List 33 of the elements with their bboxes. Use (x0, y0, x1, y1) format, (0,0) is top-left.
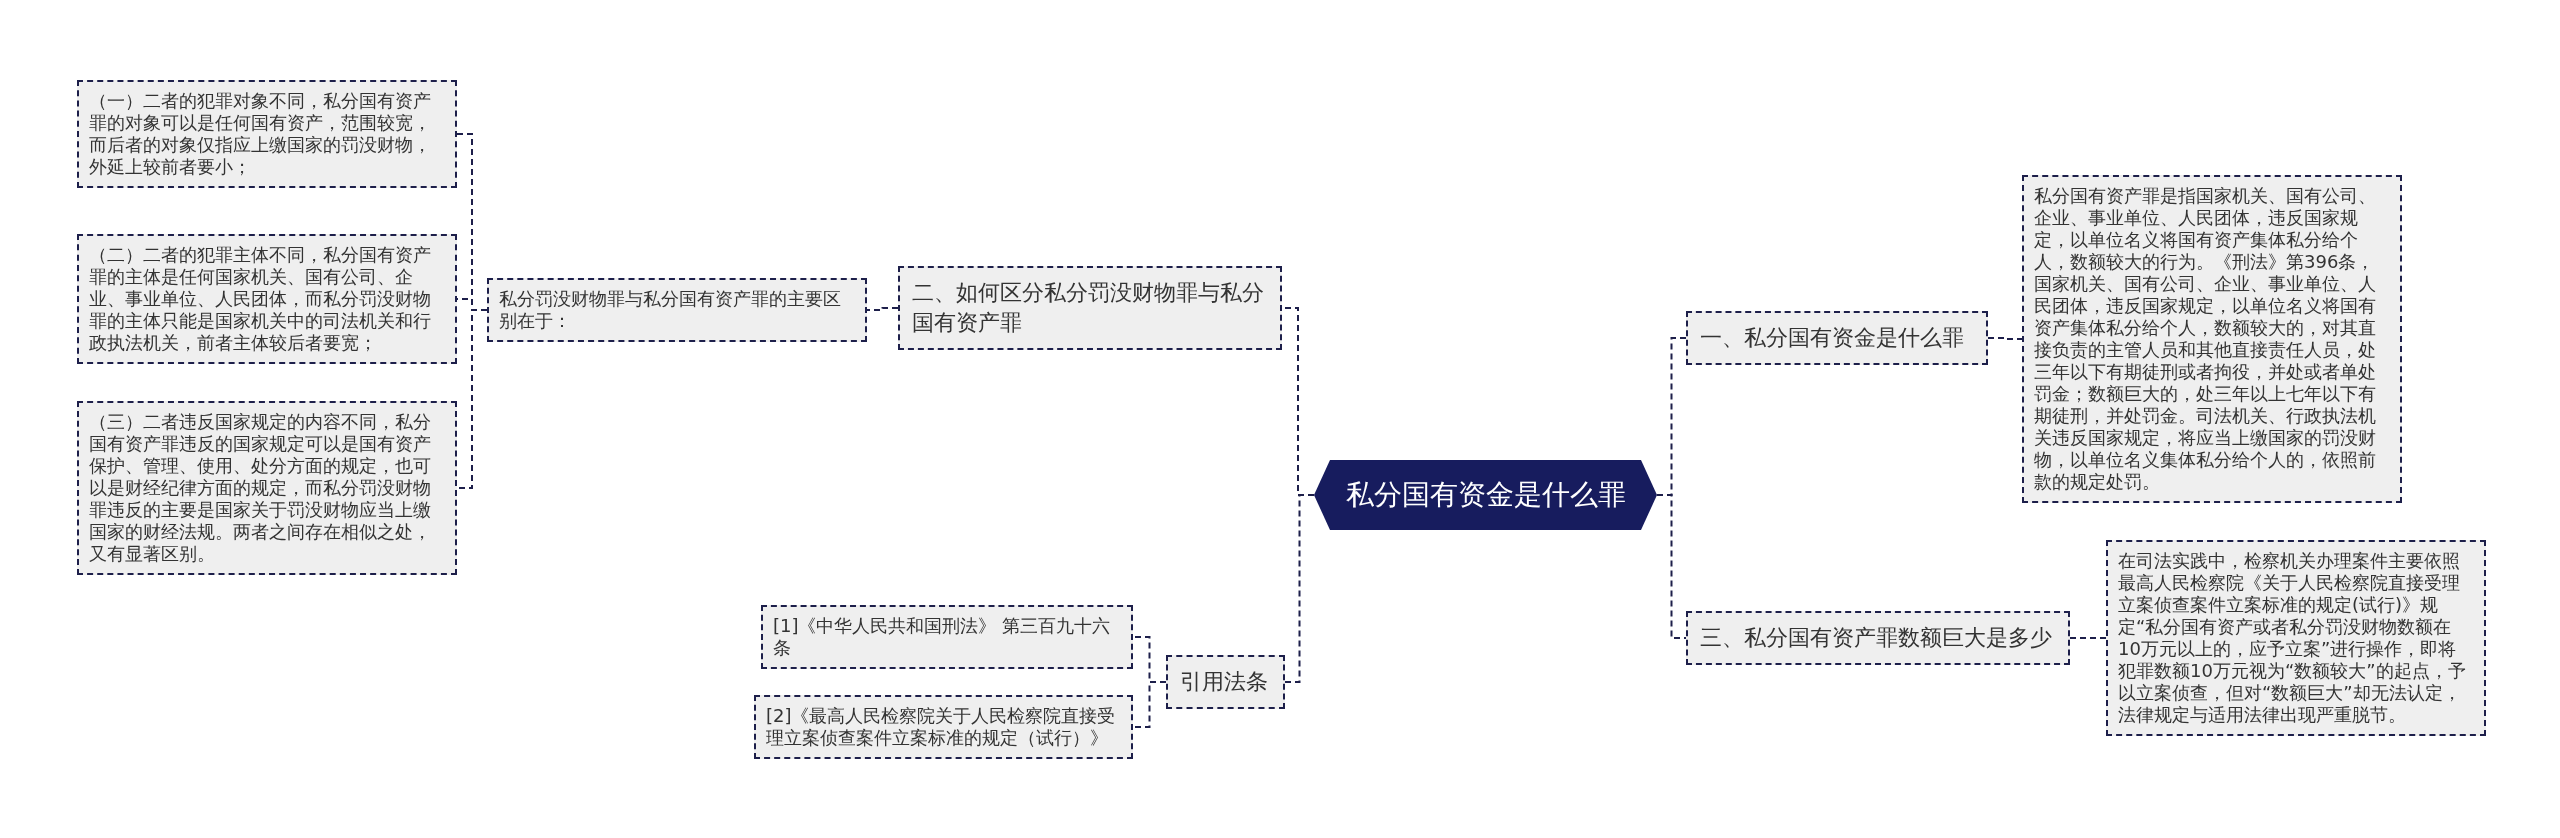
note-text: 在司法实践中，检察机关办理案件主要依照最高人民检察院《关于人民检察院直接受理立案侦查案件立案标准的规定(试行)》规定“私分国有资产或者私分罚没财物数额在10万元以上的，应予立案”进行操作，即将犯罪数额10万元视为“数额较大”的起点，予以立案侦查，但对“数额巨大”却无法认定，法律规定与适用法律出现严重脱节。 (2118, 550, 2467, 726)
connector-line (1132, 681, 1167, 728)
connector-line (866, 307, 899, 311)
note-box (77, 80, 457, 188)
topic-text: 一、私分国有资金是什么罪 (1700, 324, 1965, 352)
note-text: （二）二者的犯罪主体不同，私分国有资产罪的主体是任何国家机关、国有公司、企业、事业单位、人民团体，而私分罚没财物罪的主体只能是国家机关中的司法机关和行政执法机关，前者主体较后者要宽； (89, 244, 432, 354)
topic-text: 引用法条 (1180, 668, 1269, 696)
note-box (77, 234, 457, 364)
central-topic-hexagon (1314, 460, 1657, 530)
note-text: （三）二者违反国家规定的内容不同，私分国有资产罪违反的国家规定可以是国有资产保护、管理、使用、处分方面的规定，也可以是财经纪律方面的规定，而私分罚没财物罪违反的主要是国家关于罚没财物应当上缴国家的财经法规。两者之间存在相似之处，又有显著区别。 (89, 411, 432, 565)
topic-box (1686, 611, 2070, 665)
topic-box (1686, 311, 1988, 365)
note-box (77, 401, 457, 575)
topic-text: 三、私分国有资产罪数额巨大是多少 (1700, 624, 2053, 652)
note-box (761, 605, 1133, 669)
connector-line (1284, 494, 1315, 683)
connector-line (1656, 494, 1687, 639)
note-box (754, 695, 1133, 759)
connector-line (1987, 337, 2023, 340)
note-text: 私分国有资产罪是指国家机关、国有公司、企业、事业单位、人民团体，违反国家规定，以单位名义将国有资产集体私分给个人，数额较大的行为。《刑法》第396条，国家机关、国有公司、企业、事业单位、人民团体，违反国家规定，以单位名义将国有资产集体私分给个人，数额较大的，对其直接负责的主管人员和其他直接责任人员，处三年以下有期徒刑或者拘役，并处或者单处罚金；数额巨大的，处三年以上七年以下有期徒刑，并处罚金。司法机关、行政执法机关违反国家规定，将应当上缴国家的罚没财物，以单位名义集体私分给个人的，依照前款的规定处罚。 (2034, 185, 2377, 493)
topic-box (1166, 655, 1285, 709)
topic-box (898, 266, 1282, 350)
central-topic-text: 私分国有资金是什么罪 (1345, 477, 1626, 513)
note-text: [2]《最高人民检察院关于人民检察院直接受理立案侦查案件立案标准的规定（试行）》 (766, 705, 1117, 749)
note-text: 私分罚没财物罪与私分国有资产罪的主要区别在于： (499, 288, 842, 332)
note-text: （一）二者的犯罪对象不同，私分国有资产罪的对象可以是任何国有资产，范围较宽，而后者的对象仅指应上缴国家的罚没财物，外延上较前者要小； (89, 90, 432, 178)
note-box (2022, 175, 2402, 503)
note-text: [1]《中华人民共和国刑法》 第三百九十六条 (773, 615, 1112, 659)
connector-line (456, 309, 488, 489)
note-box (2106, 540, 2486, 736)
note-box (487, 278, 867, 342)
topic-text: 二、如何区分私分罚没财物罪与私分国有资产罪 (912, 279, 1265, 337)
connector-line (2069, 637, 2107, 639)
